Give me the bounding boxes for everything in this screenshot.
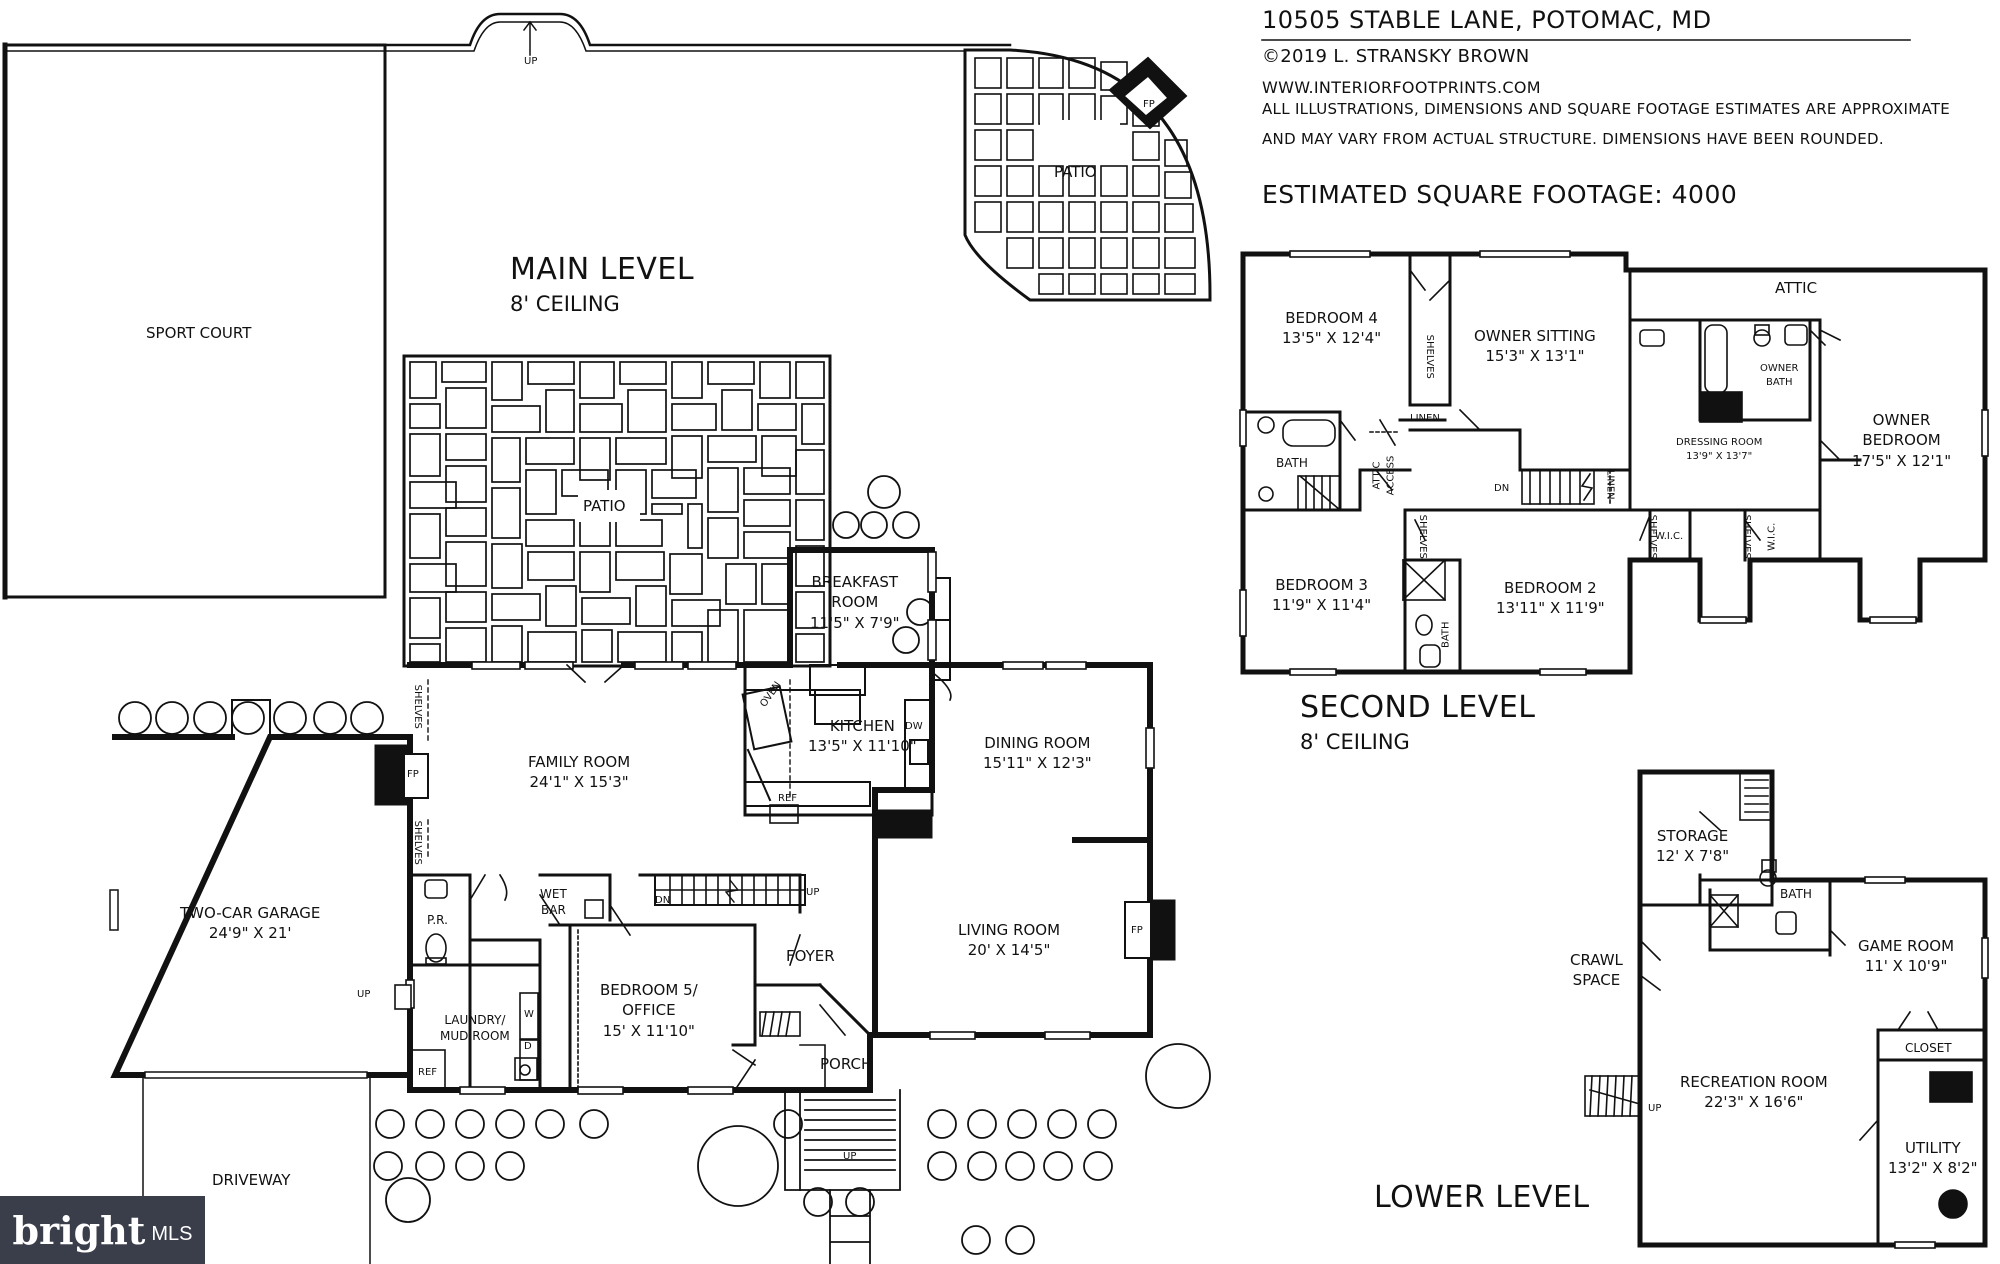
- room-garage: TWO-CAR GARAGE 24'9" X 21': [180, 904, 321, 943]
- room-bath-lower: BATH: [1780, 887, 1812, 901]
- second-level-title: SECOND LEVEL: [1300, 690, 1536, 725]
- upper-patio: [963, 48, 1212, 302]
- copyright-text: ©2019 L. STRANSKY BROWN: [1262, 46, 1530, 67]
- room-living: LIVING ROOM 20' X 14'5": [958, 921, 1061, 960]
- room-bedroom5: BEDROOM 5/ OFFICE 15' X 11'10": [600, 981, 698, 1040]
- room-patio-upper: PATIO: [1054, 163, 1097, 181]
- room-breakfast: BREAKFAST ROOM 11'5" X 7'9": [810, 573, 900, 632]
- porch-steps: [784, 1089, 901, 1264]
- wic-label-2: W.I.C.: [1766, 522, 1778, 551]
- second-level-ceiling: 8' CEILING: [1300, 730, 1410, 754]
- attic-access-label: ATTIC ACCESS: [1371, 455, 1396, 496]
- sport-court-outline: [3, 43, 387, 599]
- kitchen-counters: [741, 549, 951, 807]
- square-footage-text: ESTIMATED SQUARE FOOTAGE: 4000: [1262, 180, 1738, 209]
- shelves-second-a: SHELVES: [1423, 334, 1435, 379]
- main-doors: [468, 663, 952, 1092]
- crawl-space-label: CRAWL SPACE: [1570, 951, 1623, 990]
- room-owner-bedroom: OWNER BEDROOM 17'5" X 12'1": [1852, 411, 1952, 470]
- main-level-ceiling: 8' CEILING: [510, 292, 620, 316]
- fp-patio-label: FP: [1143, 99, 1155, 110]
- room-recreation: RECREATION ROOM 22'3" X 16'6": [1680, 1073, 1828, 1112]
- room-powder: P.R.: [427, 913, 448, 927]
- room-dressing: DRESSING ROOM 13'9" X 13'7": [1676, 437, 1763, 462]
- room-bedroom3: BEDROOM 3 11'9" X 11'4": [1272, 576, 1372, 615]
- address-title: 10505 STABLE LANE, POTOMAC, MD: [1262, 6, 1712, 34]
- room-bedroom2: BEDROOM 2 13'11" X 11'9": [1496, 579, 1605, 618]
- up-garage-label: UP: [357, 989, 371, 1000]
- room-kitchen: KITCHEN 13'5" X 11'10": [808, 717, 917, 756]
- bright-mls-watermark: bright MLS: [0, 1196, 205, 1264]
- main-fixtures: [409, 804, 799, 1091]
- ref-laundry-label: REF: [418, 1067, 438, 1078]
- dn-main-label: DN: [655, 895, 671, 906]
- room-family: FAMILY ROOM 24'1" X 15'3": [528, 753, 631, 792]
- dryer-label: D: [524, 1041, 532, 1052]
- up-main-label: UP: [806, 887, 820, 898]
- linen-label-2: LINEN: [1604, 469, 1616, 500]
- room-bath-second: BATH: [1276, 456, 1308, 470]
- shelves-second-d: SHELVES: [1740, 514, 1752, 559]
- closet-label: CLOSET: [1905, 1041, 1952, 1055]
- washer-label: W: [524, 1009, 534, 1020]
- room-owner-sitting: OWNER SITTING 15'3" X 13'1": [1474, 327, 1596, 366]
- ref-kitchen-label: REF: [778, 793, 798, 804]
- wet-bar-label: WET BAR: [540, 887, 567, 918]
- dw-label: DW: [905, 721, 923, 732]
- room-dining: DINING ROOM 15'11" X 12'3": [983, 734, 1092, 773]
- fp-family-label: FP: [407, 769, 419, 780]
- lower-patio: [402, 354, 832, 668]
- fp-living-label: FP: [1131, 925, 1143, 936]
- main-level-title: MAIN LEVEL: [510, 252, 695, 287]
- website-text: WWW.INTERIORFOOTPRINTS.COM: [1262, 78, 1541, 97]
- room-utility: UTILITY 13'2" X 8'2": [1888, 1139, 1978, 1178]
- shelves-second-b: SHELVES: [1416, 514, 1428, 559]
- room-laundry: LAUNDRY/ MUD ROOM: [440, 1013, 510, 1044]
- second-level-walls: [1239, 250, 1989, 676]
- linen-label-1: LINEN: [1410, 413, 1440, 424]
- room-game: GAME ROOM 11' X 10'9": [1858, 937, 1955, 976]
- disclaimer-line-2: AND MAY VARY FROM ACTUAL STRUCTURE. DIME…: [1262, 130, 1884, 148]
- room-attic: ATTIC: [1775, 279, 1818, 297]
- room-owner-bath: OWNER BATH: [1760, 363, 1799, 388]
- main-windows: [394, 551, 1155, 1095]
- lower-level-walls: [1584, 769, 1989, 1249]
- up-top-label: UP: [524, 56, 538, 67]
- room-storage: STORAGE 12' X 7'8": [1656, 827, 1730, 866]
- room-sport-court: SPORT COURT: [146, 324, 252, 342]
- room-bedroom4: BEDROOM 4 13'5" X 12'4": [1282, 309, 1382, 348]
- bath-second-2: BATH: [1440, 621, 1452, 649]
- shelves-family-1: SHELVES: [411, 684, 423, 729]
- dn-second-label: DN: [1494, 483, 1510, 494]
- fence-line: [3, 12, 1012, 47]
- up-lower-label: UP: [1648, 1103, 1662, 1114]
- lower-level-title: LOWER LEVEL: [1374, 1180, 1590, 1215]
- main-stairs: [654, 874, 826, 1091]
- up-porch-label: UP: [843, 1151, 857, 1162]
- wic-label-1: W.I.C.: [1655, 531, 1684, 542]
- disclaimer-line-1: ALL ILLUSTRATIONS, DIMENSIONS AND SQUARE…: [1262, 100, 1951, 118]
- driveway-label: DRIVEWAY: [212, 1171, 291, 1189]
- room-patio-lower: PATIO: [583, 497, 626, 515]
- room-foyer: FOYER: [786, 947, 835, 965]
- room-porch: PORCH: [820, 1055, 873, 1073]
- shelves-family-2: SHELVES: [411, 820, 423, 865]
